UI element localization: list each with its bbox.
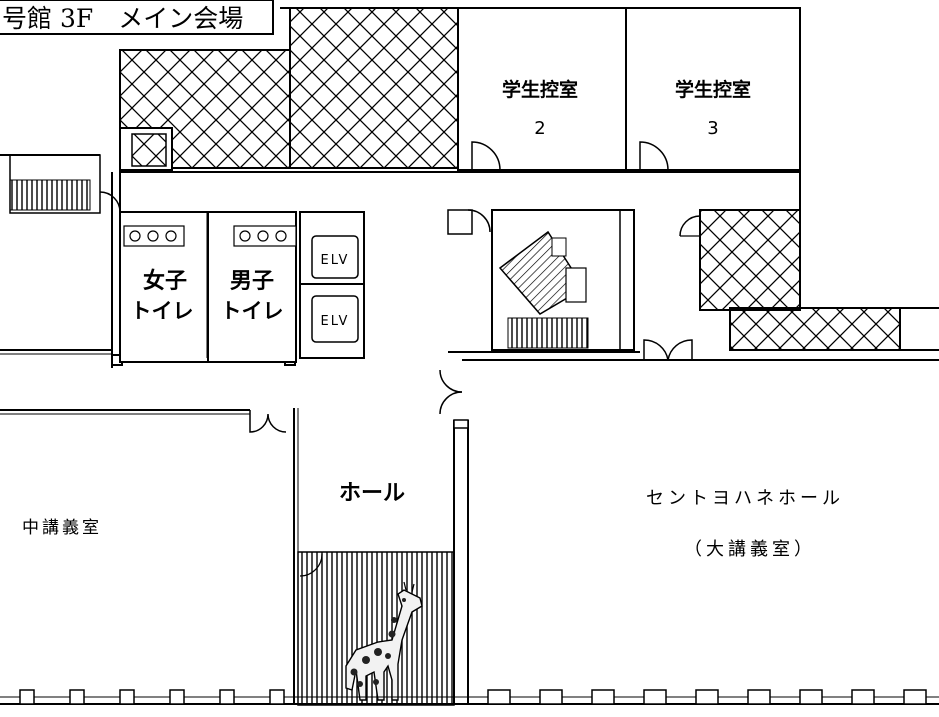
- svg-text:女子: 女子: [143, 268, 187, 294]
- bottom-wall: [0, 689, 939, 705]
- svg-text:ホール: ホール: [339, 481, 405, 506]
- central-stair: [447, 209, 640, 353]
- svg-text:学生控室: 学生控室: [675, 78, 751, 101]
- svg-text:トイレ: トイレ: [131, 299, 194, 323]
- mens-toilet: 男子 トイレ: [207, 211, 297, 363]
- svg-text:3: 3: [707, 118, 718, 139]
- elevator-1: ELV: [299, 211, 365, 285]
- door-icon: [639, 141, 669, 171]
- giraffe-icon: [345, 581, 423, 701]
- hatched-area-upper: [119, 7, 459, 171]
- svg-text:セントヨハネホール: セントヨハネホール: [646, 488, 844, 509]
- door-icon: [471, 141, 501, 171]
- st-john-hall: セントヨハネホール （大講義室）: [462, 359, 844, 560]
- middle-lecture-room: 中講義室: [0, 409, 287, 538]
- hatched-area-right: [640, 209, 939, 361]
- svg-text:ELV: ELV: [321, 253, 350, 268]
- svg-text:2: 2: [534, 118, 545, 139]
- page-title: 号館 3F メイン会場: [2, 4, 243, 33]
- svg-text:中講義室: 中講義室: [22, 518, 102, 538]
- title-box: 号館 3F メイン会場: [0, 0, 274, 35]
- double-door: [439, 339, 693, 415]
- svg-text:男子: 男子: [230, 269, 274, 294]
- elevator-2: ELV: [299, 283, 365, 359]
- student-room-2: 学生控室 2: [457, 7, 627, 171]
- left-stair: [0, 154, 121, 214]
- student-room-3: 学生控室 3: [625, 7, 801, 171]
- svg-text:ELV: ELV: [321, 314, 350, 329]
- womens-toilet: 女子 トイレ: [119, 211, 209, 363]
- svg-text:（大講義室）: （大講義室）: [684, 539, 816, 560]
- svg-text:トイレ: トイレ: [221, 299, 284, 323]
- svg-text:学生控室: 学生控室: [502, 78, 578, 101]
